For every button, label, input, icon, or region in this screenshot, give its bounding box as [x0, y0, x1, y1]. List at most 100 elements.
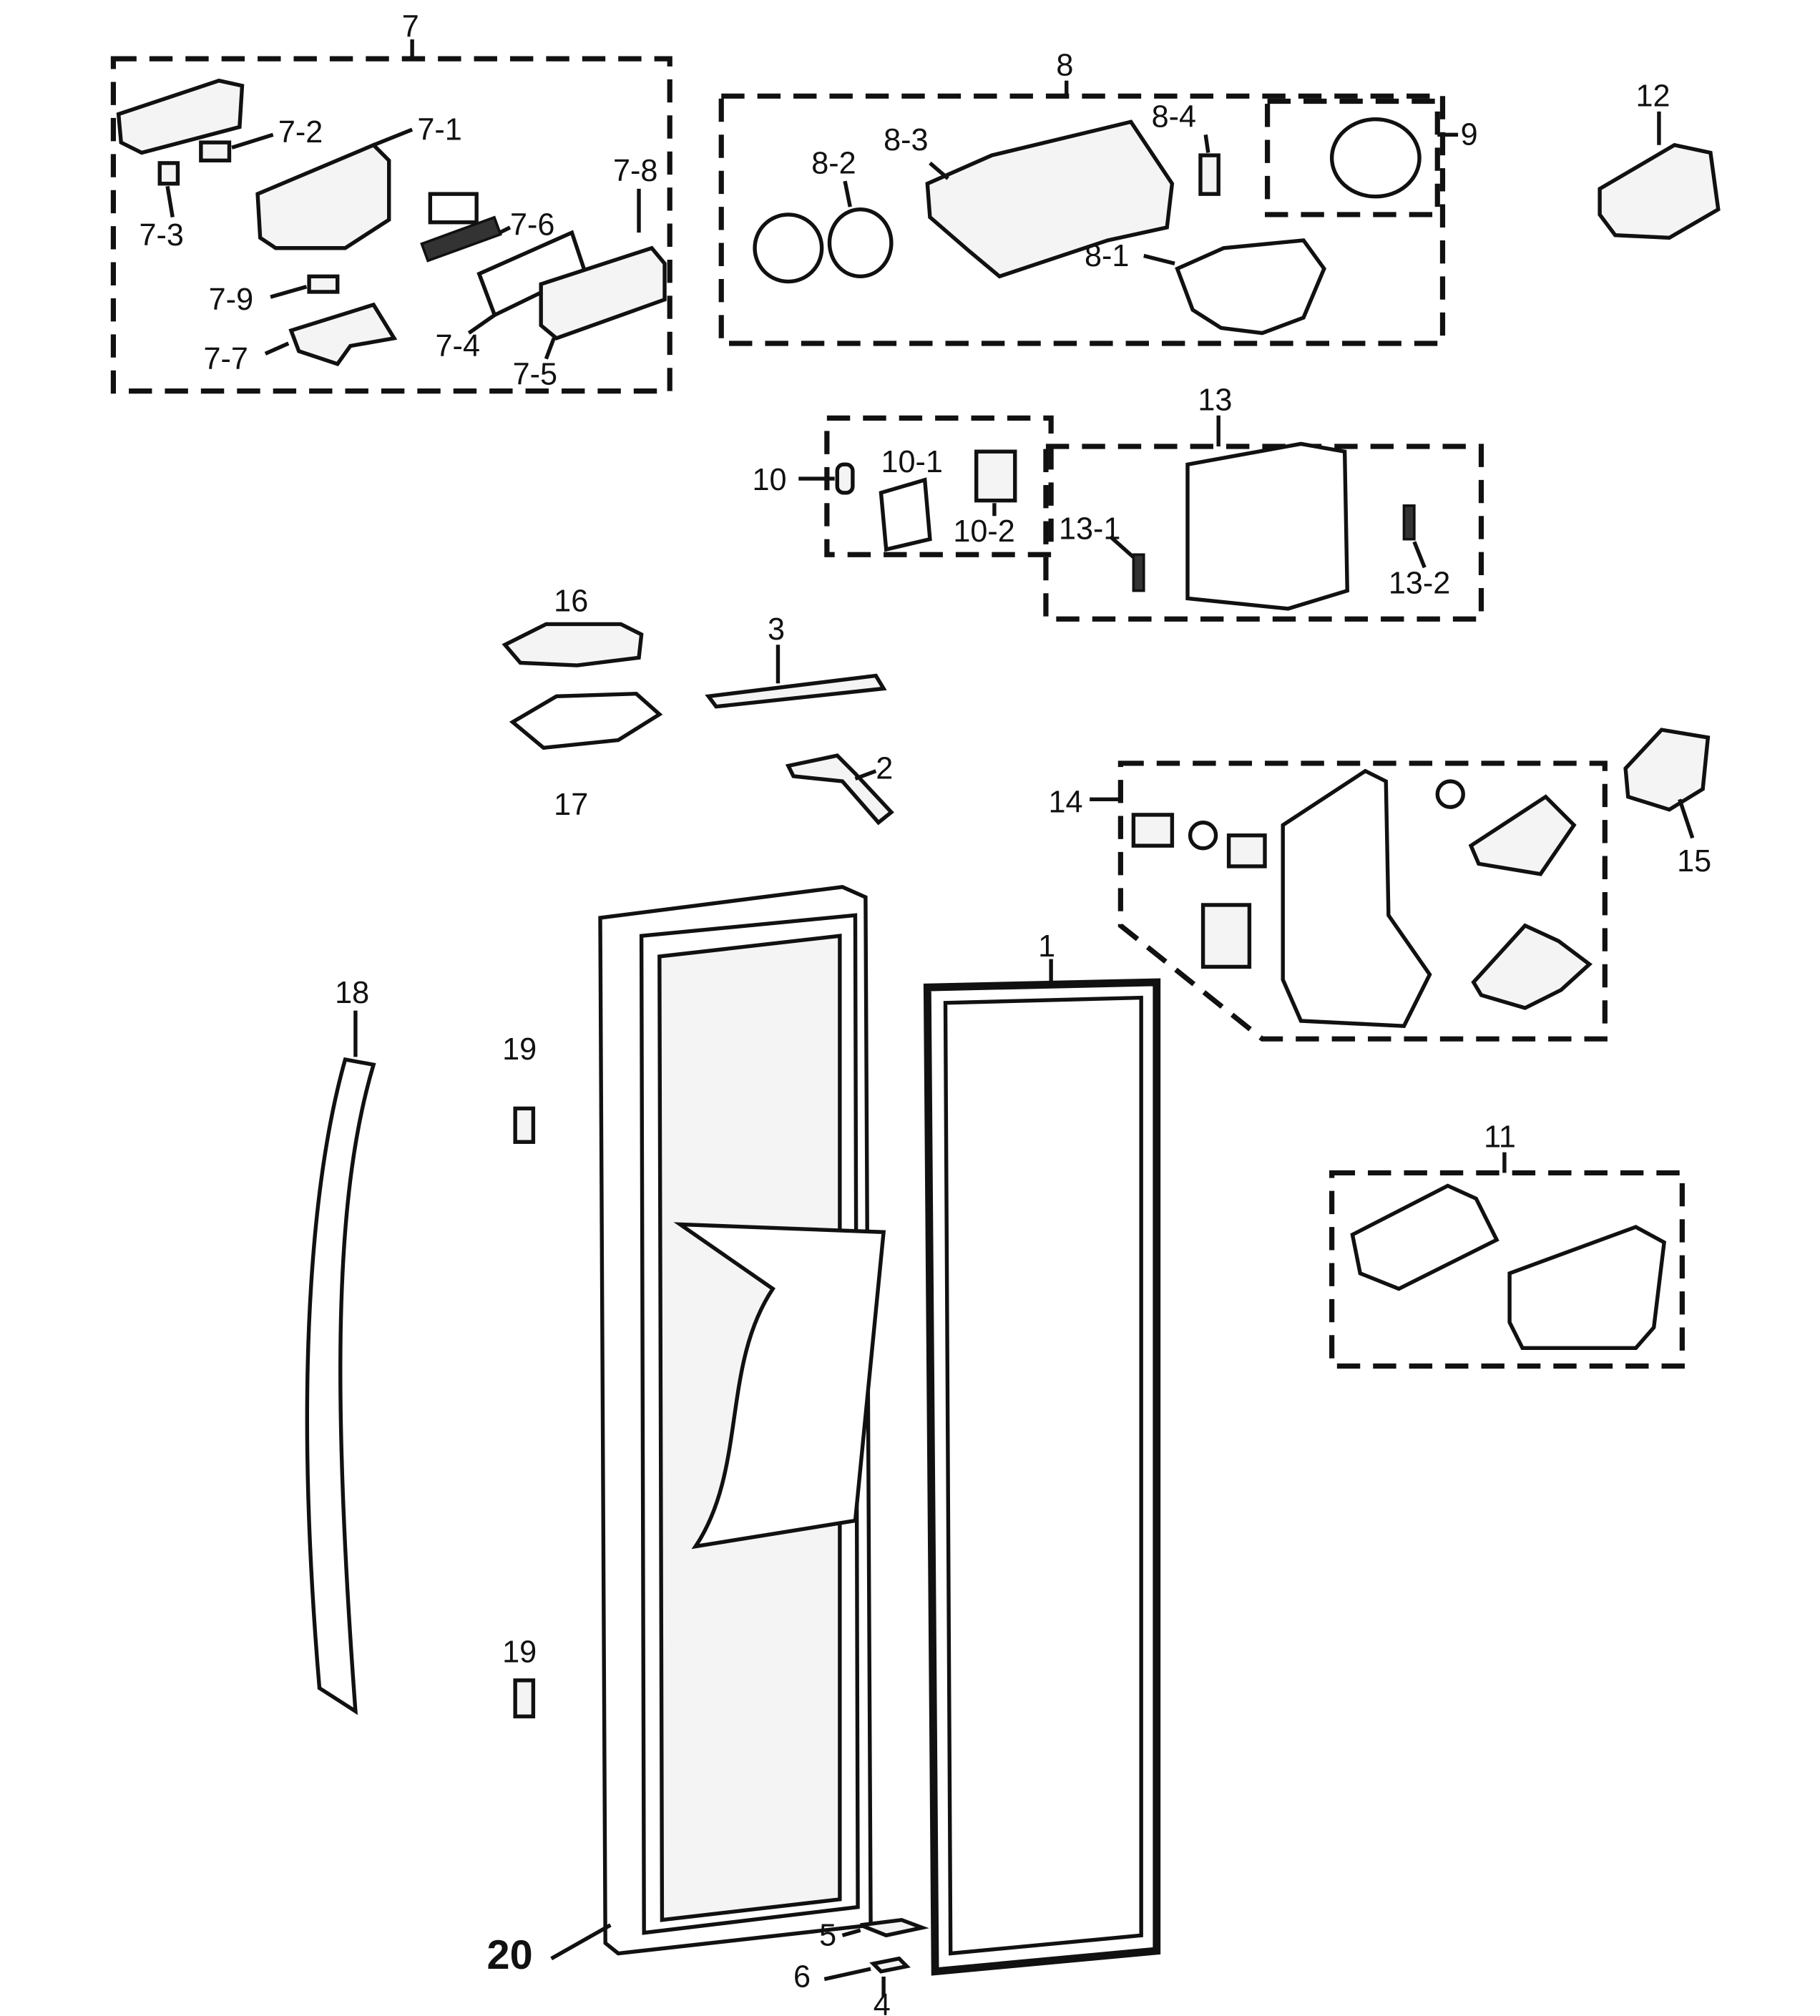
part-14-switch [1226, 833, 1267, 868]
part-19-group: 19 19 [502, 1032, 537, 1718]
label-19-bottom: 19 [502, 1635, 537, 1670]
part-1-gasket-inner [943, 995, 1143, 1956]
part-14-cap [1435, 779, 1465, 809]
group-7-control-assembly: 7 7-2 7-3 7-1 7-6 7-4 7-5 7-8 7-9 [110, 9, 672, 394]
part-5 [859, 1917, 929, 1938]
label-7-4: 7-4 [436, 329, 480, 363]
label-3: 3 [768, 612, 785, 647]
group-10-box [824, 415, 1054, 557]
label-17: 17 [554, 788, 588, 822]
part-19-top [513, 1106, 536, 1144]
label-5: 5 [819, 1919, 836, 1953]
part-20-dispenser-recess [673, 1222, 886, 1550]
part-7-9 [307, 274, 340, 294]
label-19-top: 19 [502, 1032, 537, 1067]
part-14-solenoid [1200, 903, 1252, 969]
part-3 [705, 673, 887, 709]
part-9-fan [1329, 117, 1422, 199]
label-4: 4 [874, 1988, 891, 2016]
label-7-8: 7-8 [613, 154, 657, 188]
part-14-chute [1468, 794, 1577, 876]
part-10 [835, 462, 855, 495]
label-8-1: 8-1 [1085, 239, 1129, 273]
label-8: 8 [1056, 48, 1073, 82]
hinge-parts: 5 6 4 [793, 1917, 929, 2016]
part-8-4 [1198, 153, 1220, 196]
part-19-bottom [513, 1678, 536, 1718]
part-14-motor [1131, 813, 1175, 848]
part-6 [869, 1956, 911, 1974]
dispenser-trim-parts: 16 17 3 2 [502, 584, 894, 826]
label-8-4: 8-4 [1152, 100, 1196, 134]
label-16: 16 [554, 584, 588, 618]
label-11: 11 [1484, 1120, 1516, 1154]
label-20: 20 [487, 1932, 533, 1978]
label-9: 9 [1461, 118, 1478, 152]
label-7-5: 7-5 [513, 358, 557, 392]
label-10-1: 10-1 [881, 445, 942, 479]
label-6: 6 [793, 1959, 811, 1994]
label-13-1: 13-1 [1059, 512, 1120, 547]
label-13-2: 13-2 [1389, 566, 1450, 600]
part-11-bracket [1350, 1183, 1499, 1291]
label-7-2: 7-2 [278, 115, 323, 150]
part-18-handle-group: 18 [305, 976, 376, 1716]
part-13-1 [1132, 553, 1145, 592]
part-1-gasket-group: 1 [923, 929, 1161, 1976]
part-17 [509, 691, 663, 750]
part-13-bucket [1185, 441, 1349, 611]
label-7: 7 [402, 9, 419, 44]
part-16 [502, 622, 644, 667]
label-12: 12 [1636, 79, 1670, 114]
part-8-1 [1175, 238, 1326, 336]
label-7-6: 7-6 [510, 208, 554, 243]
part-7-6 [420, 215, 502, 263]
group-14-box [1117, 760, 1608, 1042]
part-8-2-motor-a [753, 212, 824, 284]
part-8-3 [925, 119, 1175, 279]
part-10-1 [879, 477, 932, 552]
label-10-2: 10-2 [953, 514, 1014, 549]
part-14-housing [1281, 768, 1432, 1028]
group-8-ice-maker-assembly: 8 8-2 8-3 8-4 8-1 [718, 48, 1446, 346]
group-7-box [110, 56, 672, 394]
part-11-bin [1507, 1225, 1667, 1351]
part-10-2 [974, 449, 1017, 503]
label-10: 10 [752, 463, 786, 497]
part-7-7 [288, 302, 398, 366]
part-8-2-motor-b [827, 207, 894, 279]
part-7-cover [116, 78, 245, 155]
label-1: 1 [1038, 929, 1055, 964]
label-15: 15 [1677, 844, 1711, 879]
part-7-2 [199, 140, 232, 163]
group-13-box [1043, 444, 1484, 622]
label-7-9: 7-9 [209, 283, 253, 317]
group-11-box [1329, 1170, 1685, 1369]
part-14-cover [1471, 923, 1592, 1010]
part-13-2 [1402, 504, 1416, 541]
label-8-3: 8-3 [884, 123, 928, 157]
part-15-group: 15 [1623, 728, 1711, 879]
group-8-box [718, 93, 1446, 346]
label-2: 2 [876, 752, 893, 786]
group-9-box [1265, 98, 1440, 217]
label-13: 13 [1198, 383, 1232, 418]
label-7-7: 7-7 [203, 342, 248, 376]
label-18: 18 [335, 976, 369, 1010]
group-14-dispenser-assembly: 14 [1049, 760, 1608, 1042]
part-18-handle [305, 1057, 376, 1716]
part-7-6-sheet [428, 192, 479, 225]
part-12 [1598, 142, 1721, 240]
label-8-2: 8-2 [811, 146, 856, 180]
label-7-3: 7-3 [139, 218, 183, 253]
label-7-1: 7-1 [417, 113, 461, 147]
part-7-1 [255, 142, 391, 250]
part-14-gear [1188, 821, 1218, 851]
part-2 [785, 753, 894, 826]
part-20-door-group: 20 [487, 884, 886, 1978]
part-7-3 [157, 161, 180, 186]
part-12-group: 12 [1598, 79, 1721, 240]
group-10-assembly: 10 10-1 10-2 [752, 415, 1054, 557]
part-7-5 [539, 245, 667, 341]
